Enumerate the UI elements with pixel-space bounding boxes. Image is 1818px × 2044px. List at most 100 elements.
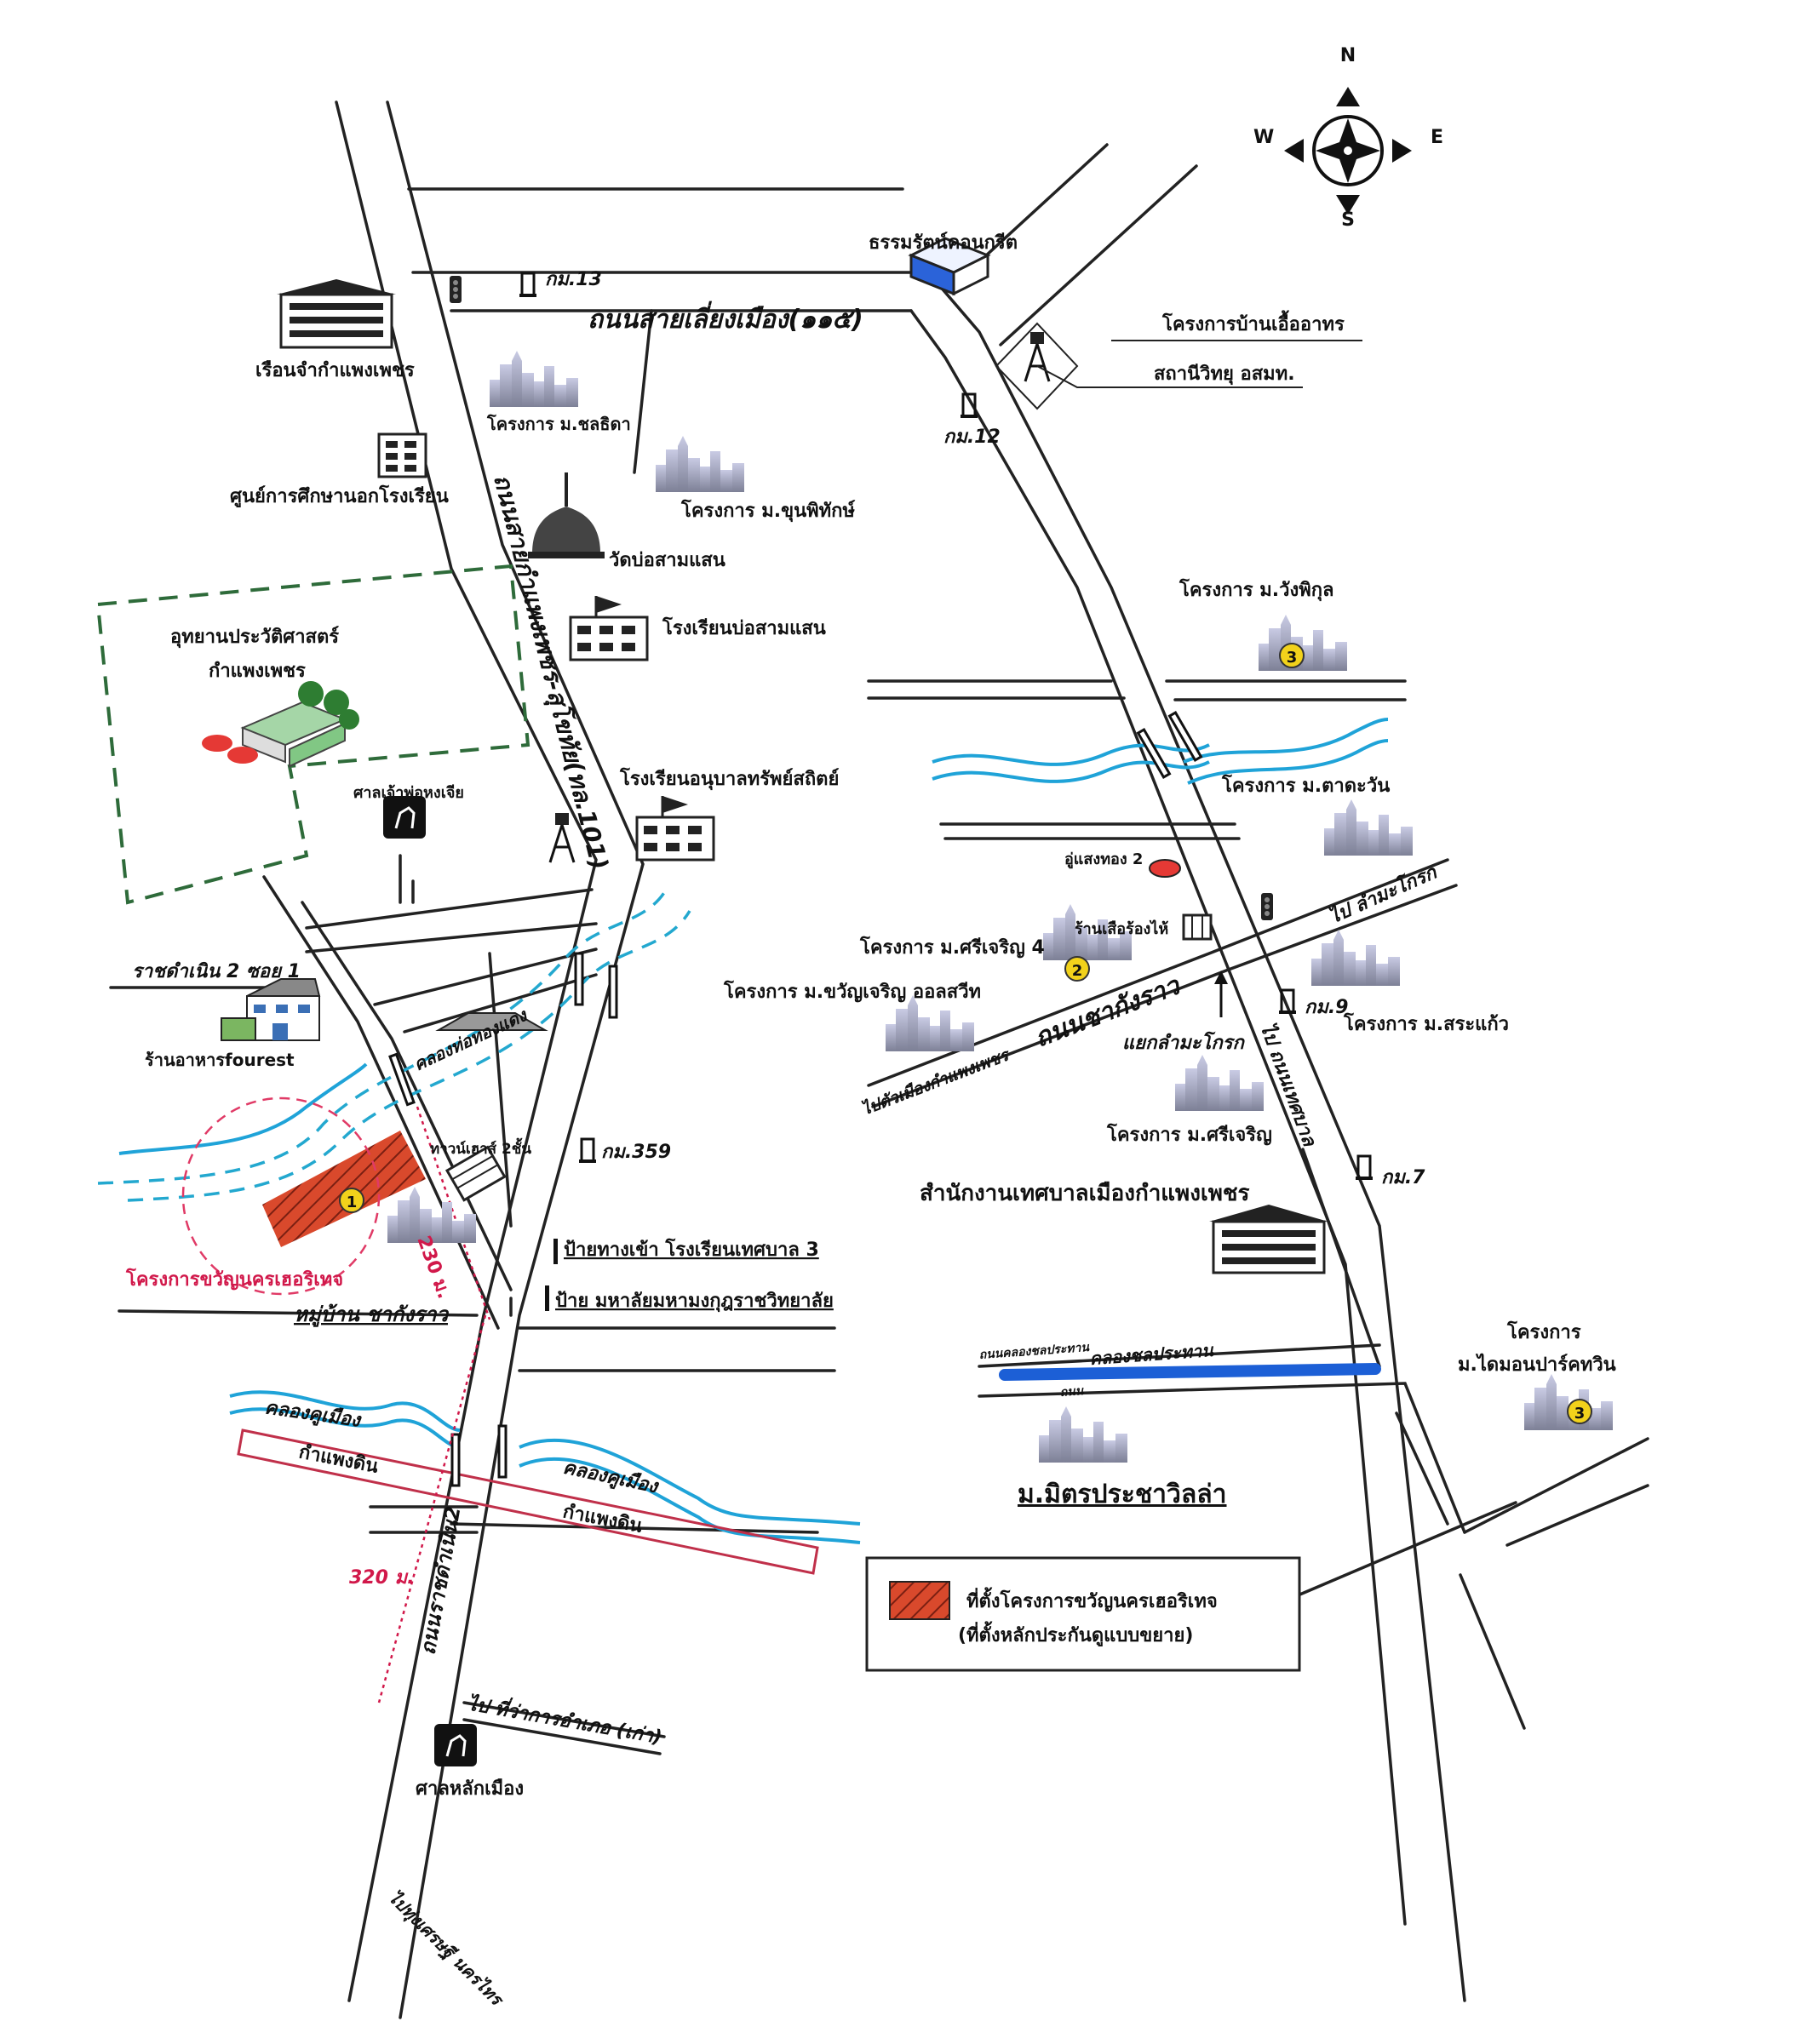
label-sign-school: ป้ายทางเข้า โรงเรียนเทศบาล 3 <box>564 1238 819 1261</box>
bridge-icon <box>608 965 618 1019</box>
municipal-office-icon <box>1209 1205 1328 1274</box>
legend: ที่ตั้งโครงการขวัญนครเฮอริเทจ (ที่ตั้งหล… <box>865 1556 1301 1672</box>
canal-dashed <box>97 885 691 1202</box>
label-garage: อู่แสงทอง 2 <box>1064 850 1143 869</box>
road-label-to-lammakrok: ไป ลำมะโกรก <box>1325 860 1441 928</box>
skyline-khwancharoen-icon <box>886 995 974 1051</box>
road-label-bypass: ถนนสายเลี่ยงเมือง(๑๑๕) <box>588 301 863 335</box>
shrine-icon <box>383 796 426 839</box>
road-label-to-old-district: ไป ที่ว่าการอำเภอ (เก่า) <box>466 1689 664 1749</box>
road-network <box>109 100 1649 2019</box>
label-proj-diamond-2: ม.ไดมอนปาร์คทวิน <box>1458 1353 1616 1376</box>
restaurant-building-icon <box>221 978 321 1041</box>
label-irr-road-2: ถนน <box>1059 1384 1085 1400</box>
label-radio: สถานีวิทยุ อสมท. <box>1154 364 1295 386</box>
distance-230: 230 ม. <box>412 1234 455 1302</box>
legend-line1: ที่ตั้งโครงการขวัญนครเฮอริเทจ <box>966 1587 1218 1612</box>
label-municipal: สำนักงานเทศบาลเมืองกำแพงเพชร <box>920 1181 1250 1206</box>
kindergarten-icon <box>635 796 715 862</box>
concrete-plant-icon <box>908 237 991 296</box>
distance-320: 320 ม. <box>349 1567 414 1589</box>
city-pillar-icon <box>434 1724 477 1766</box>
compass-s: S <box>1341 209 1355 231</box>
compass-w: W <box>1253 127 1274 148</box>
label-proj-khwancharoen: โครงการ ม.ขวัญเจริญ ออลสวีท <box>723 980 981 1003</box>
stupa-icon <box>528 472 605 558</box>
skyline-diamond-icon <box>1524 1374 1613 1430</box>
marker-1 <box>339 1188 364 1213</box>
prison-icon <box>277 279 396 349</box>
rivers <box>118 718 1389 1544</box>
label-proj-tadawan: โครงการ ม.ตาดะวัน <box>1221 774 1390 797</box>
skyline-sricharoen-icon <box>1175 1055 1264 1111</box>
radio-tower-icon <box>548 811 576 864</box>
km9-label: กม.9 <box>1305 997 1349 1018</box>
label-proj-wangphikun: โครงการ ม.วังพิกุล <box>1179 578 1334 602</box>
km12-label: กม.12 <box>943 427 1001 448</box>
radio-tower-icon <box>1024 330 1051 383</box>
label-concrete: ธรรมรัตน์คอนกรีต <box>869 232 1018 254</box>
restaurant-tiger-icon <box>1182 913 1213 941</box>
non-formal-ed-icon <box>377 432 427 478</box>
km359-label: กม.359 <box>601 1142 671 1163</box>
label-earth-wall-1: กำแพงดิน <box>297 1441 380 1478</box>
label-canal-khumueang-1: คลองคูเมือง <box>263 1397 364 1433</box>
label-proj-baanuea: โครงการบ้านเอื้ออาทร <box>1161 310 1345 335</box>
junction-arrow-head <box>1214 970 1228 984</box>
townhouse-icon <box>444 1145 507 1202</box>
label-sign-univ: ป้าย มหาลัยมหามงกุฎราชวิทยาลัย <box>555 1291 834 1313</box>
marker-3a <box>1279 643 1305 668</box>
km-post-icon <box>518 272 538 299</box>
label-village: หมู่บ้าน ชากังราว <box>294 1303 449 1327</box>
legend-line2: (ที่ตั้งหลักประกันดูแบบขยาย) <box>958 1621 1193 1647</box>
skyline-sakaew-icon <box>1311 930 1400 986</box>
label-tiger-restaurant: ร้านเสือร้องไห้ <box>1075 919 1168 938</box>
label-proj-sricharoen: โครงการ ม.ศรีเจริญ <box>1106 1123 1272 1146</box>
bridge-icon <box>450 1433 461 1487</box>
skyline-tadawan-icon <box>1324 799 1413 856</box>
earthen-wall <box>237 1429 819 1575</box>
radio-leader <box>1036 365 1303 388</box>
traffic-light-icon <box>1261 893 1273 920</box>
km-post-icon <box>577 1137 598 1165</box>
marker-2-label: 2 <box>1072 962 1083 980</box>
skyline-wangphikun-icon <box>1259 615 1347 671</box>
label-canal-irrigation: คลองชลประทาน <box>1089 1340 1215 1369</box>
marker-2 <box>1064 956 1090 982</box>
road-label-soi1: ราชดำเนิน 2 ซอย 1 <box>132 961 301 982</box>
label-park: อุทยานประวัติศาสตร์ <box>170 626 339 649</box>
label-proj-diamond-1: โครงการ <box>1506 1320 1581 1343</box>
label-townhouse: ทาวน์เฮาส์ 2ชั้น <box>430 1137 531 1158</box>
label-proj-khunphitak: โครงการ ม.ขุนพิทักษ์ <box>680 499 856 523</box>
label-proj-sakaew: โครงการ ม.สระแก้ว <box>1343 1012 1509 1035</box>
traffic-light-icon <box>450 276 462 303</box>
label-project-main: โครงการขวัญนครเฮอริเทจ <box>125 1268 343 1291</box>
skyline-khunphitak-icon <box>656 436 744 492</box>
label-proj-chonsida: โครงการ ม.ชลธิดา <box>486 414 631 434</box>
project-radius <box>181 1096 381 1296</box>
compass-n: N <box>1340 45 1356 66</box>
label-park-2: กำแพงเพชร <box>209 661 306 682</box>
bridge-icon <box>497 1424 508 1479</box>
radio-frame <box>995 322 1079 410</box>
bridge-icon <box>574 952 584 1006</box>
project-site <box>262 1131 426 1247</box>
irrigation-canal <box>999 1363 1381 1381</box>
compass-e: E <box>1431 127 1443 148</box>
marker-3a-label: 3 <box>1287 649 1298 667</box>
marker-3b-label: 3 <box>1574 1405 1586 1423</box>
label-proj-sricharoen4: โครงการ ม.ศรีเจริญ 4 <box>859 936 1045 959</box>
restaurant-fourest-icon <box>435 1012 548 1031</box>
label-school: โรงเรียนบ่อสามแสน <box>662 616 826 639</box>
skyline-mitpracha-icon <box>1039 1406 1127 1463</box>
compass-icon <box>1284 87 1412 215</box>
label-restaurant-fourest: ร้านอาหารfourest <box>145 1050 295 1070</box>
car-icon <box>1149 859 1181 878</box>
sign-univ-post <box>545 1285 549 1311</box>
road-label-rajdamnoen2: ถนนราชดำเนิน2 <box>416 1504 465 1657</box>
label-irr-road-1: ถนนคลองชลประทาน <box>978 1341 1091 1362</box>
label-prison: เรือนจำกำแพงเพชร <box>255 360 415 381</box>
park-buildings-icon <box>202 681 359 768</box>
